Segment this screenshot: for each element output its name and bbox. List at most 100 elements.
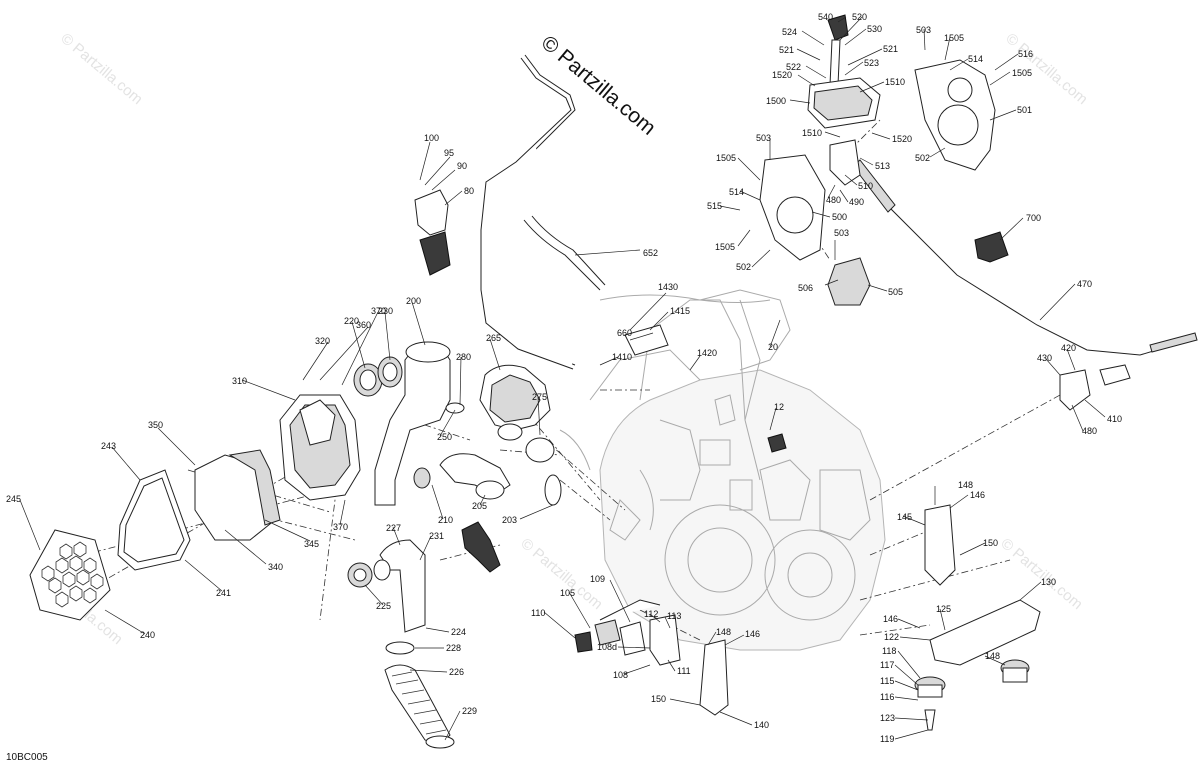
callout-514: 514 bbox=[968, 54, 983, 64]
callout-350: 350 bbox=[148, 420, 163, 430]
callout-370: 370 bbox=[333, 522, 348, 532]
callout-503: 503 bbox=[756, 133, 771, 143]
callout-112: 112 bbox=[644, 609, 658, 619]
callout-1505: 1505 bbox=[1012, 68, 1032, 78]
callout-115: 115 bbox=[880, 676, 894, 686]
callout-470: 470 bbox=[1077, 279, 1092, 289]
air-intake-assembly bbox=[29, 341, 562, 749]
callout-224: 224 bbox=[451, 627, 466, 637]
callout-111: 111 bbox=[677, 666, 691, 676]
callout-130: 130 bbox=[1041, 577, 1056, 587]
callout-1520: 1520 bbox=[892, 134, 912, 144]
callout-320: 320 bbox=[315, 336, 330, 346]
watermark-text: © Partzilla.com bbox=[57, 30, 145, 108]
engine-mounts bbox=[574, 504, 1041, 731]
callout-530: 530 bbox=[867, 24, 882, 34]
callout-370: 370 bbox=[371, 306, 386, 316]
callout-146: 146 bbox=[745, 629, 760, 639]
callout-430: 430 bbox=[1037, 353, 1052, 363]
callout-502: 502 bbox=[915, 153, 930, 163]
callout-231: 231 bbox=[429, 531, 444, 541]
callout-108d: 108d bbox=[597, 642, 617, 652]
assembly-guide-lines bbox=[64, 119, 1061, 641]
callout-119: 119 bbox=[880, 734, 894, 744]
callout-117: 117 bbox=[880, 660, 894, 670]
callout-125: 125 bbox=[936, 604, 951, 614]
callout-345: 345 bbox=[304, 539, 319, 549]
callout-123: 123 bbox=[880, 713, 895, 723]
callout-leaders bbox=[19, 16, 1106, 741]
callout-90: 90 bbox=[457, 161, 467, 171]
callout-148: 148 bbox=[716, 627, 731, 637]
callout-502: 502 bbox=[736, 262, 751, 272]
diagram-code: 10BC005 bbox=[6, 752, 48, 763]
callout-1510: 1510 bbox=[885, 77, 905, 87]
callout-523: 523 bbox=[864, 58, 879, 68]
watermark-text: © Partzilla.com bbox=[997, 535, 1085, 613]
callout-420: 420 bbox=[1061, 343, 1076, 353]
callout-150: 150 bbox=[983, 538, 998, 548]
callout-200: 200 bbox=[406, 296, 421, 306]
callout-521: 521 bbox=[779, 45, 794, 55]
callout-220: 220 bbox=[344, 316, 359, 326]
callout-116: 116 bbox=[880, 692, 894, 702]
callout-148: 148 bbox=[985, 651, 1000, 661]
callout-520: 520 bbox=[852, 12, 867, 22]
callout-265: 265 bbox=[486, 333, 501, 343]
callout-226: 226 bbox=[449, 667, 464, 677]
callout-150: 150 bbox=[651, 694, 666, 704]
callout-145: 145 bbox=[897, 512, 912, 522]
callout-522: 522 bbox=[786, 62, 801, 72]
callout-515: 515 bbox=[707, 201, 722, 211]
callout-310: 310 bbox=[232, 376, 247, 386]
callout-122: 122 bbox=[884, 632, 899, 642]
callout-660: 660 bbox=[617, 328, 632, 338]
callout-1410: 1410 bbox=[612, 352, 632, 362]
callout-480: 480 bbox=[826, 195, 841, 205]
callout-95: 95 bbox=[444, 148, 454, 158]
callout-228: 228 bbox=[446, 643, 461, 653]
callout-280: 280 bbox=[456, 352, 471, 362]
callout-1430: 1430 bbox=[658, 282, 678, 292]
callout-241: 241 bbox=[216, 588, 231, 598]
engine-ghost bbox=[559, 289, 886, 651]
callout-225: 225 bbox=[376, 601, 391, 611]
callout-1500: 1500 bbox=[766, 96, 786, 106]
callout-514: 514 bbox=[729, 187, 744, 197]
callout-480: 480 bbox=[1082, 426, 1097, 436]
callout-490: 490 bbox=[849, 197, 864, 207]
callout-146: 146 bbox=[970, 490, 985, 500]
callout-20: 20 bbox=[768, 342, 778, 352]
callout-652: 652 bbox=[643, 248, 658, 258]
callout-229: 229 bbox=[462, 706, 477, 716]
callout-513: 513 bbox=[875, 161, 890, 171]
callout-110: 110 bbox=[531, 608, 545, 618]
shifter-and-covers bbox=[414, 14, 1131, 453]
callout-506: 506 bbox=[798, 283, 813, 293]
callout-118: 118 bbox=[882, 646, 896, 656]
callout-227: 227 bbox=[386, 523, 401, 533]
callout-148: 148 bbox=[958, 480, 973, 490]
callout-503: 503 bbox=[834, 228, 849, 238]
callout-80: 80 bbox=[464, 186, 474, 196]
callout-521: 521 bbox=[883, 44, 898, 54]
callout-700: 700 bbox=[1026, 213, 1041, 223]
callout-1505: 1505 bbox=[716, 153, 736, 163]
callout-1420: 1420 bbox=[697, 348, 717, 358]
callout-360: 360 bbox=[356, 320, 371, 330]
callout-540: 540 bbox=[818, 12, 833, 22]
callout-113: 113 bbox=[667, 611, 681, 621]
callout-12: 12 bbox=[774, 402, 784, 412]
callout-505: 505 bbox=[888, 287, 903, 297]
callout-410: 410 bbox=[1107, 414, 1122, 424]
callout-510: 510 bbox=[858, 181, 873, 191]
callout-1505: 1505 bbox=[944, 33, 964, 43]
callout-210: 210 bbox=[438, 515, 453, 525]
callout-100: 100 bbox=[424, 133, 439, 143]
honeycomb-grille bbox=[41, 541, 104, 608]
callout-243: 243 bbox=[101, 441, 116, 451]
callout-501: 501 bbox=[1017, 105, 1032, 115]
callout-1520: 1520 bbox=[772, 70, 792, 80]
